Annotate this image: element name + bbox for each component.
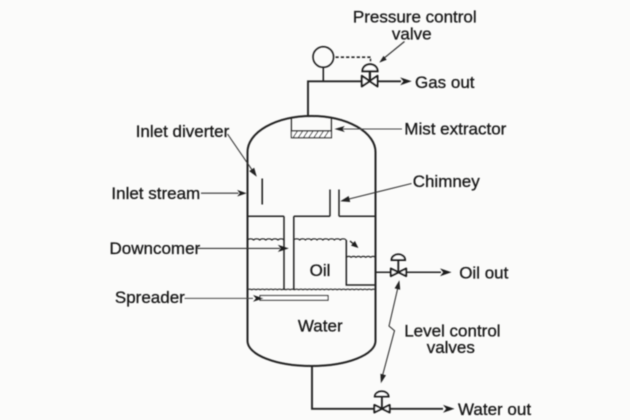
svg-text:valve: valve <box>392 24 432 43</box>
svg-text:Mist extractor: Mist extractor <box>404 120 506 139</box>
svg-text:Spreader: Spreader <box>115 288 185 307</box>
svg-text:Water out: Water out <box>458 400 531 419</box>
svg-text:valves: valves <box>427 338 475 357</box>
svg-text:Inlet diverter: Inlet diverter <box>136 122 230 141</box>
svg-text:Chimney: Chimney <box>413 172 481 191</box>
svg-text:Level control: Level control <box>404 322 500 341</box>
svg-text:Oil: Oil <box>310 261 331 280</box>
svg-text:Oil out: Oil out <box>459 264 508 283</box>
svg-text:Gas out: Gas out <box>415 73 475 92</box>
svg-text:Downcomer: Downcomer <box>110 239 201 258</box>
svg-text:Pressure control: Pressure control <box>353 7 477 26</box>
svg-text:Water: Water <box>298 317 343 336</box>
svg-text:Inlet stream: Inlet stream <box>111 184 200 203</box>
